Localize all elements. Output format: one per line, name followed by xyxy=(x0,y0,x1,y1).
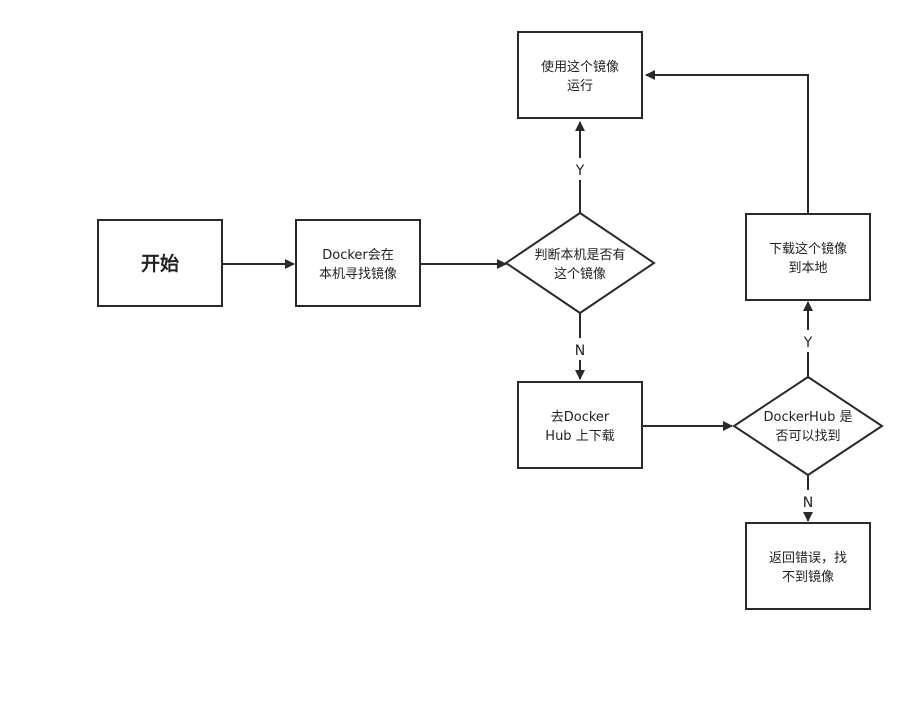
node-return-error xyxy=(745,522,871,610)
node-decide-local-image-line1: 判断本机是否有 xyxy=(534,248,625,263)
edge-label-local-no: N xyxy=(575,343,585,359)
edge-label-bg xyxy=(571,338,589,360)
node-download-image-line2: 到本地 xyxy=(788,261,827,276)
node-decide-dockerhub xyxy=(732,375,884,477)
edge-label-bg xyxy=(799,490,817,512)
edge-label-hub-no: N xyxy=(803,495,813,511)
node-docker-local-search-line1: Docker会在 xyxy=(322,248,394,263)
node-download-image-line1: 下载这个镜像 xyxy=(769,241,847,257)
node-decide-local-image-line2: 这个镜像 xyxy=(554,266,606,282)
edge-label-bg xyxy=(799,330,817,352)
node-start-label: 开始 xyxy=(141,252,179,275)
node-decide-dockerhub-line1: DockerHub 是 xyxy=(764,410,853,425)
node-download-image xyxy=(745,213,871,301)
node-decide-local-image xyxy=(504,211,656,315)
node-go-dockerhub xyxy=(517,381,643,469)
edge-download-to-run xyxy=(645,70,809,213)
node-docker-local-search xyxy=(295,219,421,307)
node-go-dockerhub-line1: 去Docker xyxy=(551,410,610,425)
node-run-image-line1: 使用这个镜像 xyxy=(541,59,619,75)
node-go-dockerhub-line2: Hub 上下载 xyxy=(545,429,614,444)
node-decide-dockerhub-line2: 否可以找到 xyxy=(775,429,840,444)
node-run-image-line2: 运行 xyxy=(567,79,593,94)
node-return-error-line2: 不到镜像 xyxy=(782,570,834,585)
node-start xyxy=(97,219,223,307)
node-run-image xyxy=(517,31,643,119)
node-return-error-line1: 返回错误，找 xyxy=(769,551,847,566)
edge-label-local-yes: Y xyxy=(575,163,585,179)
edge-label-bg xyxy=(571,158,589,180)
node-docker-local-search-line2: 本机寻找镜像 xyxy=(319,267,397,282)
edge-label-hub-yes: Y xyxy=(803,335,813,351)
